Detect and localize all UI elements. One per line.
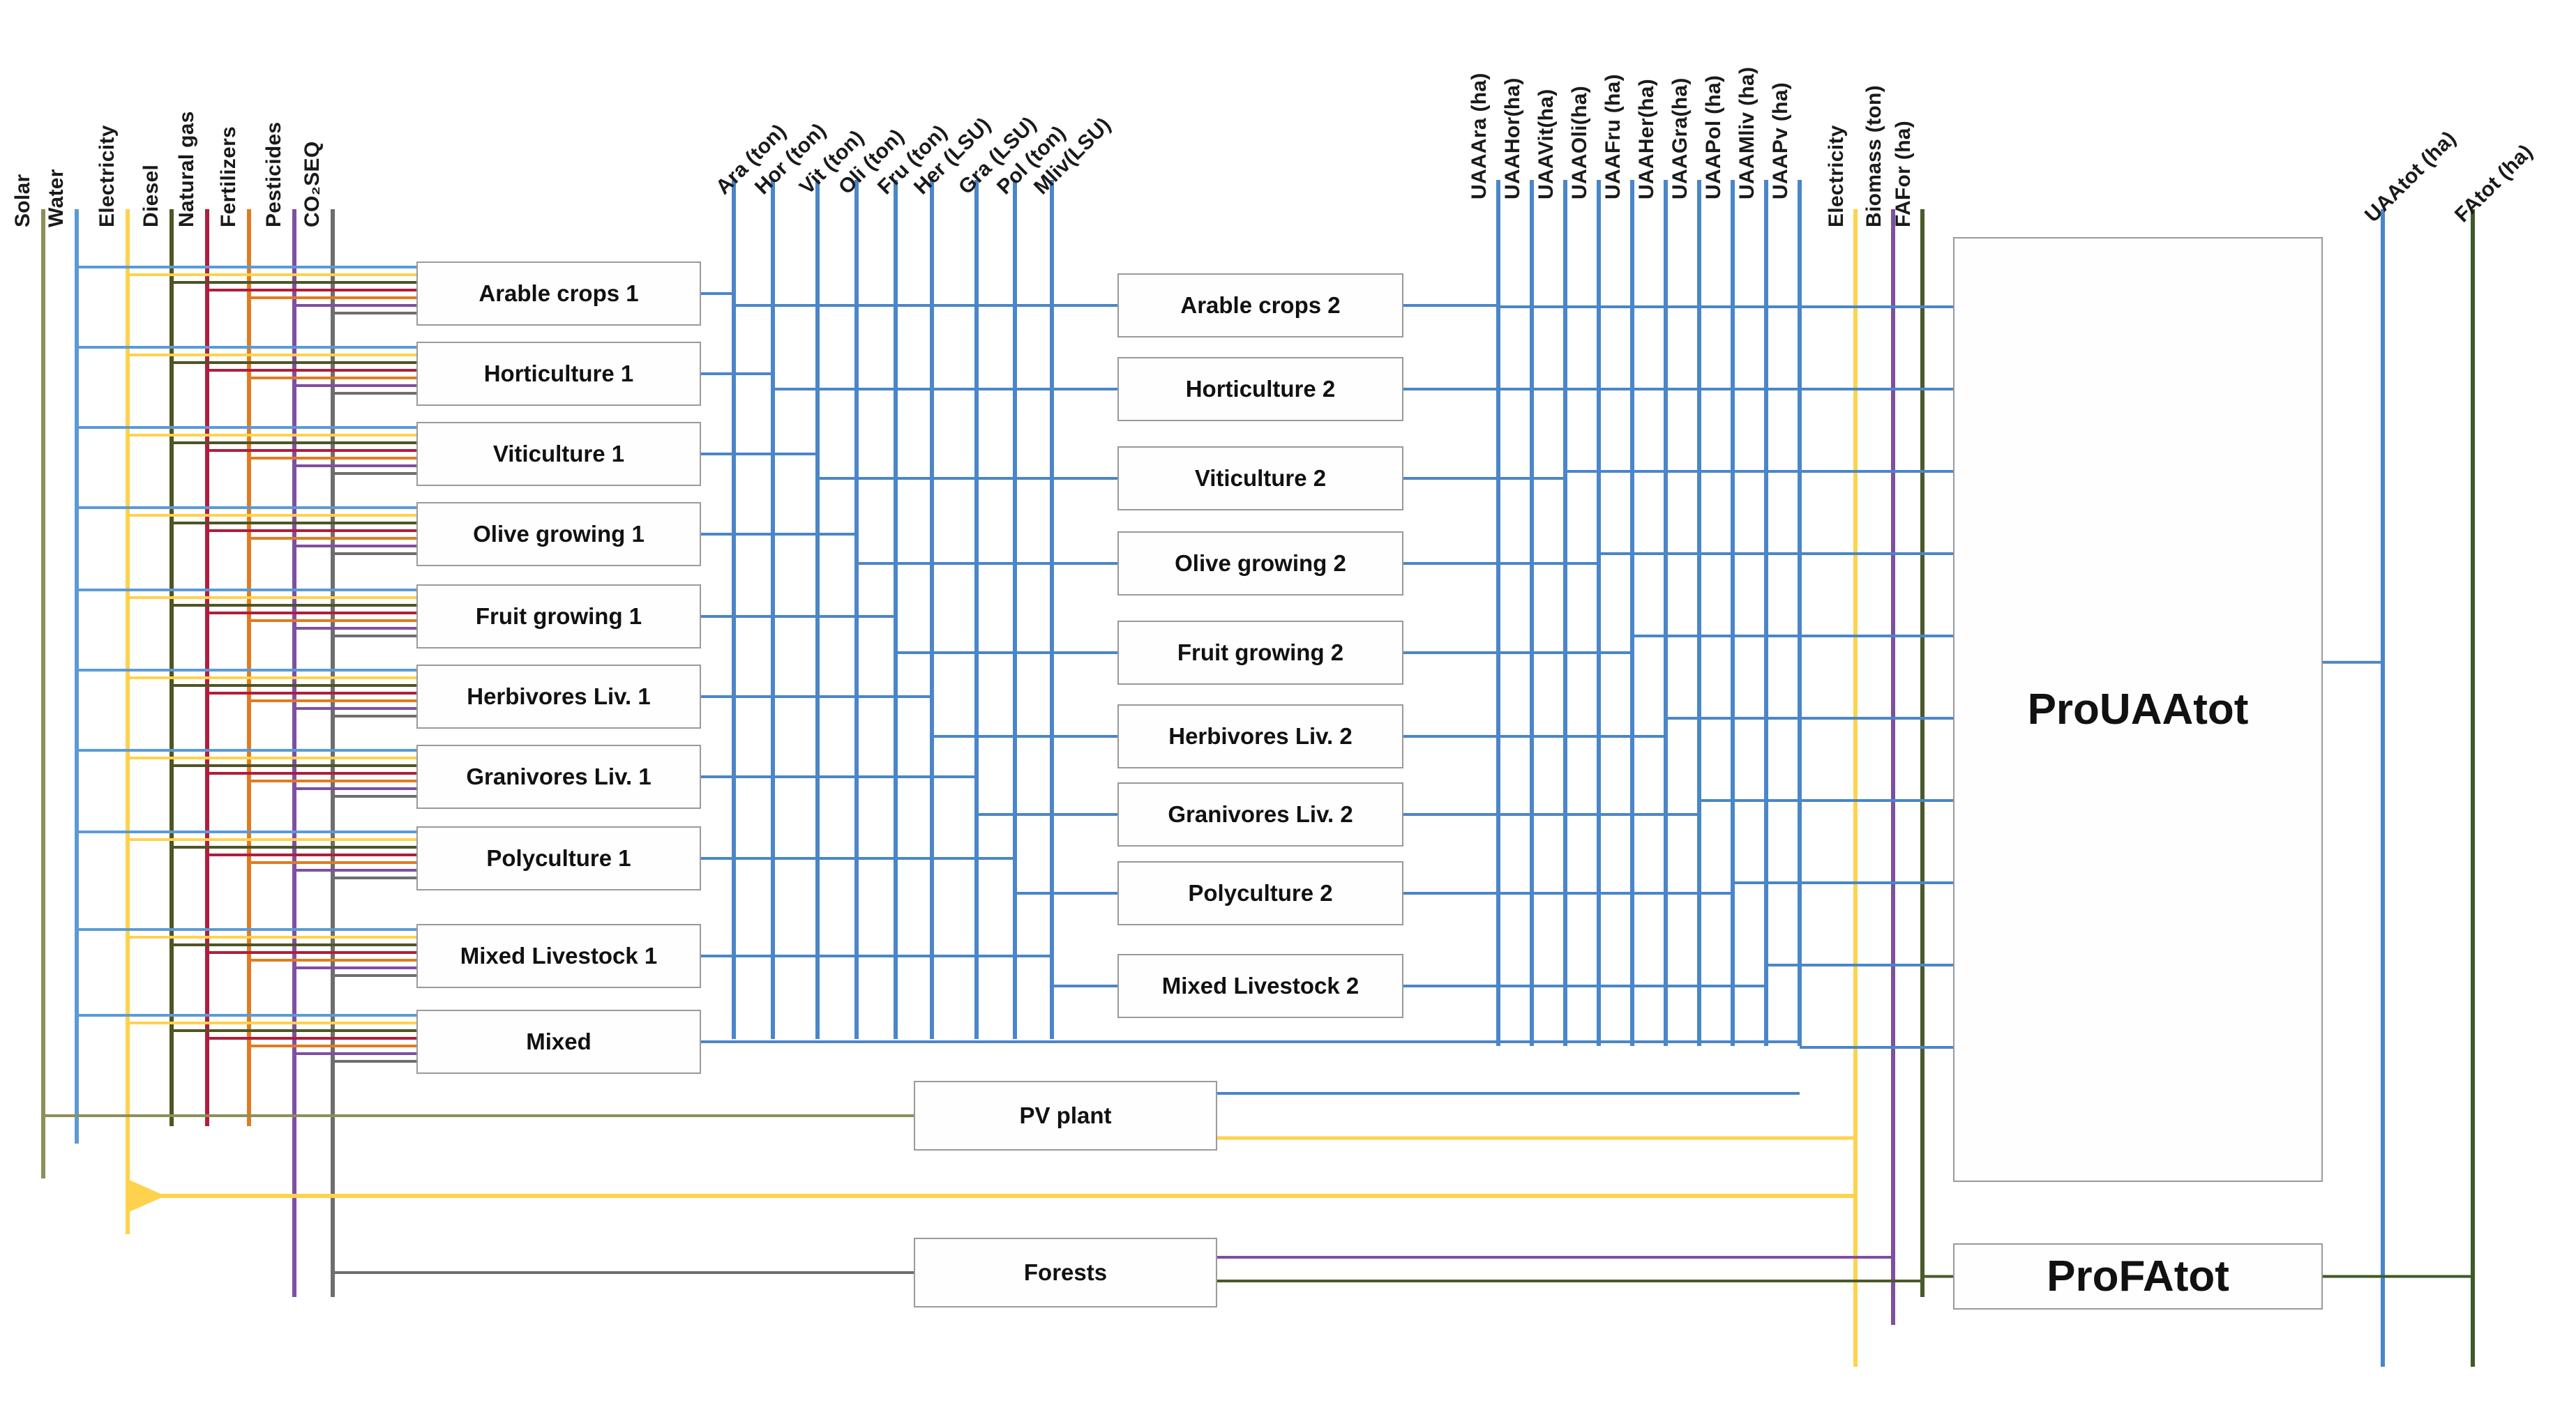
node-fruit-growing-1[interactable]: Fruit growing 1 (416, 584, 701, 649)
node-olive-growing-1[interactable]: Olive growing 1 (416, 502, 701, 566)
node-label: Arable crops 1 (479, 280, 639, 306)
node-profatot[interactable]: ProFAtot (1953, 1243, 2323, 1310)
axis-label-uaahor: UAAHor(ha) (1501, 77, 1524, 199)
node-arable-crops-2[interactable]: Arable crops 2 (1117, 273, 1403, 338)
axis-label-uaavit: UAAVit(ha) (1535, 89, 1558, 199)
node-label: Mixed Livestock 1 (460, 943, 658, 969)
axis-label-biomass: Biomass (ton) (1862, 85, 1885, 227)
node-label: Horticulture 1 (483, 361, 634, 386)
axis-label-uaaher: UAAHer(ha) (1635, 78, 1658, 199)
node-viticulture-2[interactable]: Viticulture 2 (1117, 446, 1403, 510)
node-mixed-livestock-2[interactable]: Mixed Livestock 2 (1117, 954, 1403, 1018)
node-label: Viticulture 1 (492, 441, 625, 467)
axis-label-electricity: Electricity (96, 125, 119, 227)
axis-label-natural-gas: Natural gas (175, 111, 198, 227)
axis-label-diesel: Diesel (140, 164, 163, 227)
node-label: Granivores Liv. 1 (466, 764, 651, 789)
node-label: Polyculture 2 (1188, 880, 1333, 906)
axis-label-uaapv: UAAPv (ha) (1769, 82, 1792, 199)
node-label: Fruit growing 1 (475, 603, 642, 629)
node-polyculture-1[interactable]: Polyculture 1 (416, 826, 701, 890)
node-granivores-liv-1[interactable]: Granivores Liv. 1 (416, 745, 701, 809)
node-label: Polyculture 1 (486, 845, 631, 871)
node-label: Mixed (526, 1029, 592, 1054)
node-label: Olive growing 1 (473, 521, 645, 547)
node-label: Herbivores Liv. 2 (1168, 723, 1353, 749)
axis-label-solar: Solar (11, 174, 34, 227)
node-granivores-liv-2[interactable]: Granivores Liv. 2 (1117, 782, 1403, 847)
node-viticulture-1[interactable]: Viticulture 1 (416, 422, 701, 486)
node-label: Granivores Liv. 2 (1168, 801, 1353, 827)
axis-label-uaaara: UAAAra (ha) (1468, 73, 1491, 199)
axis-label-uaamliv: UAAMliv (ha) (1735, 66, 1758, 199)
axis-label-fertilizers: Fertilizers (217, 126, 240, 227)
node-label: Mixed Livestock 2 (1161, 973, 1359, 999)
axis-label-co2seq: CO₂SEQ (301, 141, 324, 228)
node-horticulture-1[interactable]: Horticulture 1 (416, 342, 701, 406)
node-pv-plant[interactable]: PV plant (914, 1081, 1217, 1151)
node-horticulture-2[interactable]: Horticulture 2 (1117, 357, 1403, 421)
node-label: Forests (1023, 1259, 1108, 1285)
axis-label-uaagra: UAAGra(ha) (1669, 77, 1692, 199)
node-polyculture-2[interactable]: Polyculture 2 (1117, 861, 1403, 925)
connection-lines (43, 266, 2473, 1282)
node-label: ProFAtot (2047, 1252, 2229, 1300)
node-herbivores-liv-2[interactable]: Herbivores Liv. 2 (1117, 704, 1403, 768)
node-label: Olive growing 2 (1175, 550, 1346, 576)
node-label: PV plant (1019, 1102, 1112, 1128)
node-label: Fruit growing 2 (1177, 639, 1344, 665)
axis-label-pesticides: Pesticides (262, 121, 285, 227)
axis-label-electricity-out: Electricity (1825, 125, 1848, 227)
node-mixed[interactable]: Mixed (416, 1010, 701, 1074)
node-herbivores-liv-1[interactable]: Herbivores Liv. 1 (416, 665, 701, 729)
node-prouaatot[interactable]: ProUAAtot (1953, 237, 2323, 1182)
node-label: Arable crops 2 (1180, 292, 1341, 318)
axis-label-water: Water (45, 169, 68, 227)
axis-label-uaafru: UAAFru (ha) (1602, 74, 1625, 199)
node-label: Horticulture 2 (1185, 376, 1336, 402)
node-mixed-livestock-1[interactable]: Mixed Livestock 1 (416, 924, 701, 988)
node-fruit-growing-2[interactable]: Fruit growing 2 (1117, 621, 1403, 685)
node-forests[interactable]: Forests (914, 1238, 1217, 1307)
axis-label-fafor: FAFor (ha) (1892, 121, 1915, 227)
node-label: ProUAAtot (2027, 685, 2249, 734)
node-label: Viticulture 2 (1194, 465, 1327, 491)
axis-label-uaapol: UAAPol (ha) (1702, 75, 1725, 199)
node-label: Herbivores Liv. 1 (467, 683, 651, 709)
node-arable-crops-1[interactable]: Arable crops 1 (416, 261, 701, 326)
node-olive-growing-2[interactable]: Olive growing 2 (1117, 531, 1403, 596)
axis-label-uaaoli: UAAOli(ha) (1568, 86, 1591, 199)
